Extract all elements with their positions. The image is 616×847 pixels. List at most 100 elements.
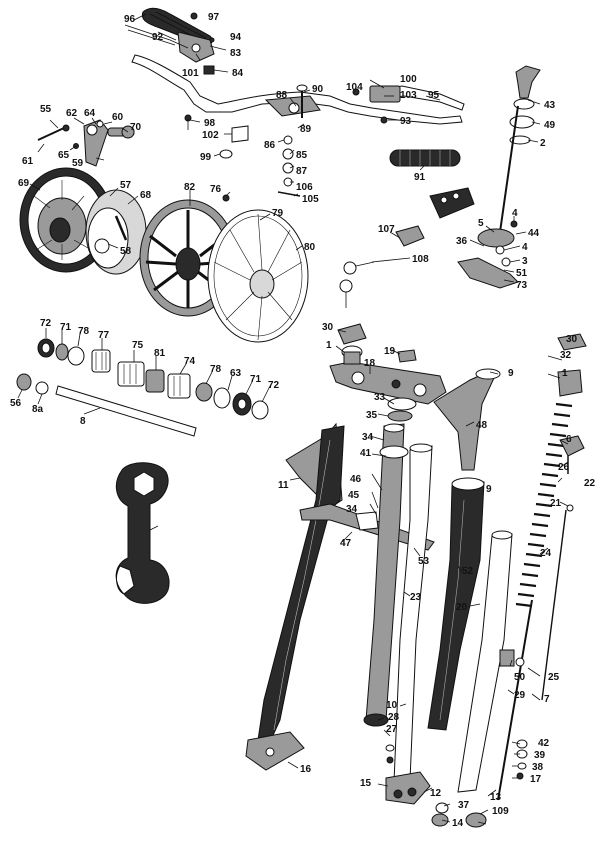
label-108: 108 — [412, 254, 429, 265]
label-95: 95 — [428, 90, 440, 101]
bottom-yoke-48 — [299, 503, 435, 551]
label-4: 4 — [522, 242, 528, 253]
label-7: 28 — [388, 712, 400, 723]
label-81: 74 — [184, 356, 196, 367]
label-21: 50 — [514, 672, 526, 683]
label-57: 57 — [120, 180, 132, 191]
label-59: 59 — [72, 158, 84, 169]
label-88: 88 — [276, 90, 288, 101]
label-6: 22 — [584, 478, 596, 489]
label-89: 89 — [300, 124, 312, 135]
label-33-bottom: 34 — [346, 504, 358, 515]
label-66: 56 — [10, 398, 22, 409]
control-cable-left — [124, 24, 189, 49]
label-2: 2 — [540, 138, 546, 149]
label-4: 4 — [512, 208, 518, 219]
brake-plate — [85, 189, 147, 275]
label-11: 53 — [418, 556, 430, 567]
label-92: 92 — [152, 32, 164, 43]
label-27: 15 — [360, 778, 372, 789]
label-1: 19 — [384, 346, 396, 357]
fork-tube-28 — [245, 425, 345, 771]
label-71: 78 — [78, 326, 90, 337]
axle-56 — [16, 373, 197, 437]
damper-rod-22 — [497, 509, 567, 801]
wheel-disc — [207, 209, 309, 343]
label-85: 85 — [296, 150, 308, 161]
label-5: 5 — [478, 218, 484, 229]
label-41: 45 — [348, 490, 360, 501]
label-93: 93 — [400, 116, 412, 127]
label-12: 42 — [538, 738, 550, 749]
label-75: 81 — [154, 348, 166, 359]
label-78: 77 — [98, 330, 110, 341]
label-42: 38 — [532, 762, 544, 773]
label-56: 8 — [80, 416, 86, 427]
damper-knob — [499, 65, 541, 233]
spanner-tool — [115, 462, 170, 604]
cap-nut-8a-left — [337, 323, 367, 365]
label-49: 49 — [544, 120, 556, 131]
label-63: 8a — [32, 404, 44, 415]
label-13: 39 — [534, 750, 546, 761]
label-100: 100 — [400, 74, 417, 85]
label-61: 61 — [22, 156, 34, 167]
label-72: 71 — [250, 374, 262, 385]
label-82: 82 — [184, 182, 196, 193]
label-97: 97 — [208, 12, 220, 23]
label-53: 23 — [410, 592, 422, 603]
ignition-keys — [339, 261, 375, 308]
label-35: 41 — [360, 448, 372, 459]
label-22: 24 — [540, 548, 552, 559]
left-grip — [389, 149, 461, 167]
label-17: 14 — [452, 818, 464, 829]
label-36: 36 — [456, 236, 468, 247]
label-62: 62 — [66, 108, 78, 119]
label-71: 78 — [210, 364, 222, 375]
label-72: 71 — [60, 322, 72, 333]
damper-tube-52 — [457, 530, 513, 793]
label-105: 105 — [302, 194, 319, 205]
label-99: 99 — [200, 152, 212, 163]
label-10: 27 — [386, 724, 398, 735]
label-45: 11 — [278, 480, 289, 491]
damper-plate — [457, 220, 519, 289]
label-94: 94 — [230, 32, 242, 43]
label-32: 35 — [366, 410, 378, 421]
label-102: 102 — [202, 130, 219, 141]
label-37: 109 — [492, 806, 509, 817]
label-58: 58 — [120, 246, 132, 257]
bolt-90 — [296, 84, 308, 118]
part-labels: 96 97 92 94 83 101 84 100 104 103 95 90 … — [10, 12, 596, 829]
label-44: 44 — [528, 228, 540, 239]
label-51: 73 — [516, 280, 528, 291]
label-34: 46 — [350, 474, 362, 485]
bolt-76 — [222, 194, 230, 202]
label-107: 107 — [378, 224, 395, 235]
clip-1 — [397, 349, 417, 363]
top-yoke — [329, 361, 447, 405]
label-18-bottom: 9 — [486, 484, 492, 495]
label-86: 86 — [264, 140, 276, 151]
label-98: 98 — [204, 118, 216, 129]
label-64: 64 — [84, 108, 96, 119]
label-9: 33 — [374, 392, 386, 403]
bracket-107 — [395, 187, 475, 247]
label-43: 43 — [544, 100, 556, 111]
label-23: 6 — [566, 434, 572, 445]
label-104: 104 — [346, 82, 363, 93]
label-8a-right: 30 — [566, 334, 578, 345]
label-65: 65 — [58, 150, 70, 161]
clutch-lever — [369, 85, 465, 111]
label-16: 12 — [430, 788, 442, 799]
label-50: 29 — [514, 690, 526, 701]
label-29: 10 — [386, 700, 398, 711]
handlebar — [131, 54, 463, 125]
label-70: 70 — [130, 122, 142, 133]
fork-cover-46 — [433, 368, 501, 471]
label-83: 83 — [230, 48, 242, 59]
label-90: 90 — [312, 84, 324, 95]
label-38: 37 — [458, 800, 470, 811]
